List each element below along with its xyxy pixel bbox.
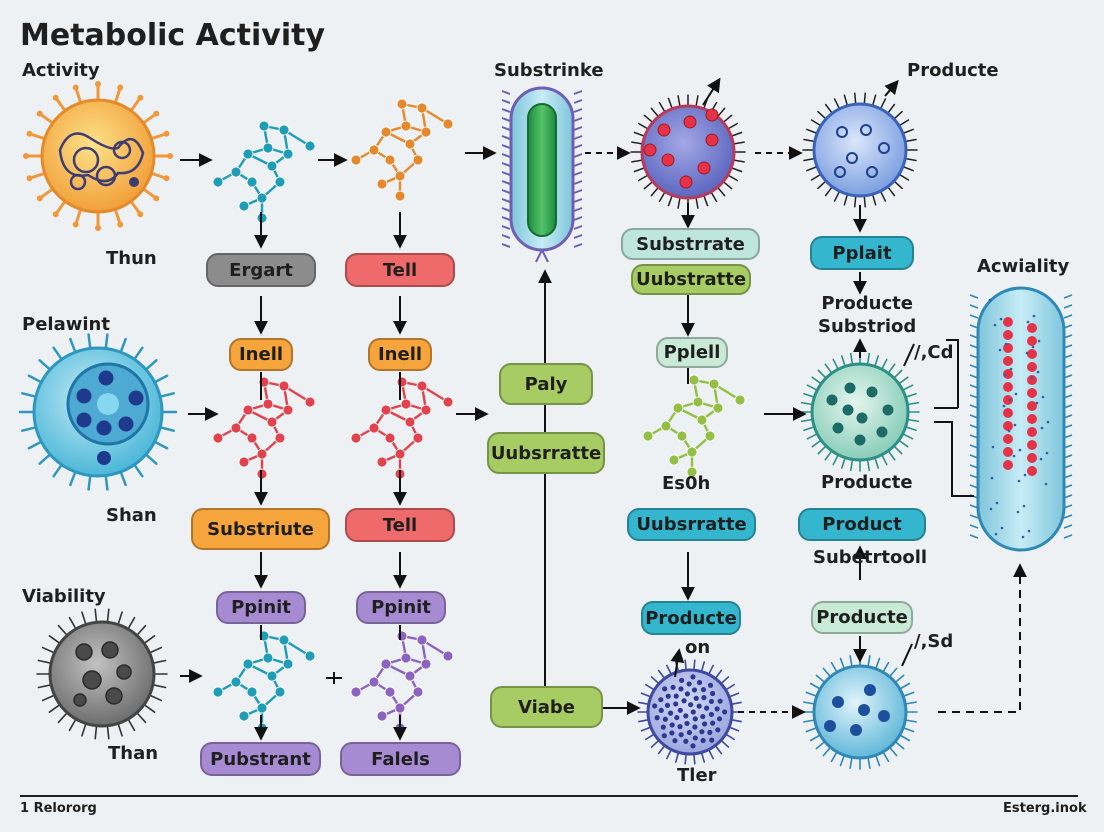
pill-substriute: Substriute xyxy=(191,508,330,550)
pill-inell-2: Inell xyxy=(368,338,432,371)
flow-arrows xyxy=(180,77,1027,741)
label-producte-mid: Producte xyxy=(821,472,913,493)
large-rod-bacterium-icon xyxy=(969,286,1073,552)
label-pelawint: Pelawint xyxy=(22,314,110,335)
pill-viabe: Viabe xyxy=(490,686,603,728)
footer-right-text: Esterg.inok xyxy=(1003,801,1087,816)
pill-uubsrratte-1: Uubsrratte xyxy=(487,432,605,474)
pill-ergart: Ergart xyxy=(206,253,316,287)
label-es0h: Es0h xyxy=(662,473,711,494)
pill-substrrate: Substrrate xyxy=(621,228,760,260)
label-shan: Shan xyxy=(106,505,157,526)
pill-pubstrant: Pubstrant xyxy=(200,742,321,776)
label-on: on xyxy=(685,637,711,658)
sky-cell-icon xyxy=(802,654,918,770)
dotted-cell-icon xyxy=(637,659,743,765)
label-acwiality: Acwiality xyxy=(977,256,1070,277)
label-producte-top: Producte xyxy=(907,60,999,81)
pill-inell-1: Inell xyxy=(229,338,293,371)
pill-tell-mid: Tell xyxy=(345,508,455,542)
purple-molecule-icon xyxy=(350,630,454,734)
footer-divider xyxy=(20,795,1078,797)
page-title: Metabolic Activity xyxy=(20,18,326,53)
label-producte-substriod: Producte Substriod xyxy=(818,293,917,338)
pill-producte: Producte xyxy=(641,601,741,635)
label-substrinke: Substrinke xyxy=(494,60,604,81)
purple-red-cell-icon xyxy=(630,94,746,210)
red-molecule-icon-2 xyxy=(350,376,454,480)
pill-uubstratte: Uubstratte xyxy=(631,264,751,295)
orange-molecule-icon xyxy=(350,98,454,202)
label-than: Than xyxy=(108,743,159,764)
red-molecule-icon xyxy=(212,376,316,480)
label-thun: Thun xyxy=(106,248,157,269)
pill-uubsrratte-2: Uubsrratte xyxy=(627,508,756,541)
label-sd: /,Sd xyxy=(914,631,954,652)
footer-left-text: 1 Relororg xyxy=(20,801,97,816)
teal-molecule-icon-2 xyxy=(212,630,316,734)
green-molecule-icon xyxy=(642,374,746,478)
pill-pplait: Pplait xyxy=(810,236,914,270)
label-viability: Viability xyxy=(22,586,106,607)
pill-paly: Paly xyxy=(499,363,593,405)
pill-falels: Falels xyxy=(340,742,461,776)
pill-product: Product xyxy=(798,508,926,541)
blue-cell-icon xyxy=(802,92,918,208)
label-subetrtooll: Subetrtooll xyxy=(813,547,928,568)
pill-pplell: Pplell xyxy=(656,337,728,368)
cyan-cell-icon xyxy=(18,333,178,491)
pill-ppinit-2: Ppinit xyxy=(356,591,446,624)
label-activity: Activity xyxy=(22,60,100,81)
gray-cell-icon xyxy=(36,608,168,740)
pill-producte-2: Producte xyxy=(811,601,913,634)
label-tler: Tler xyxy=(677,765,717,786)
pill-tell-top: Tell xyxy=(345,253,455,287)
mint-cell-icon xyxy=(800,352,920,472)
orange-cell-icon xyxy=(23,81,173,231)
label-cd: /,Cd xyxy=(914,342,954,363)
pill-ppinit-1: Ppinit xyxy=(216,591,306,624)
green-rod-bacterium-icon xyxy=(501,86,583,263)
teal-molecule-icon xyxy=(212,120,316,224)
